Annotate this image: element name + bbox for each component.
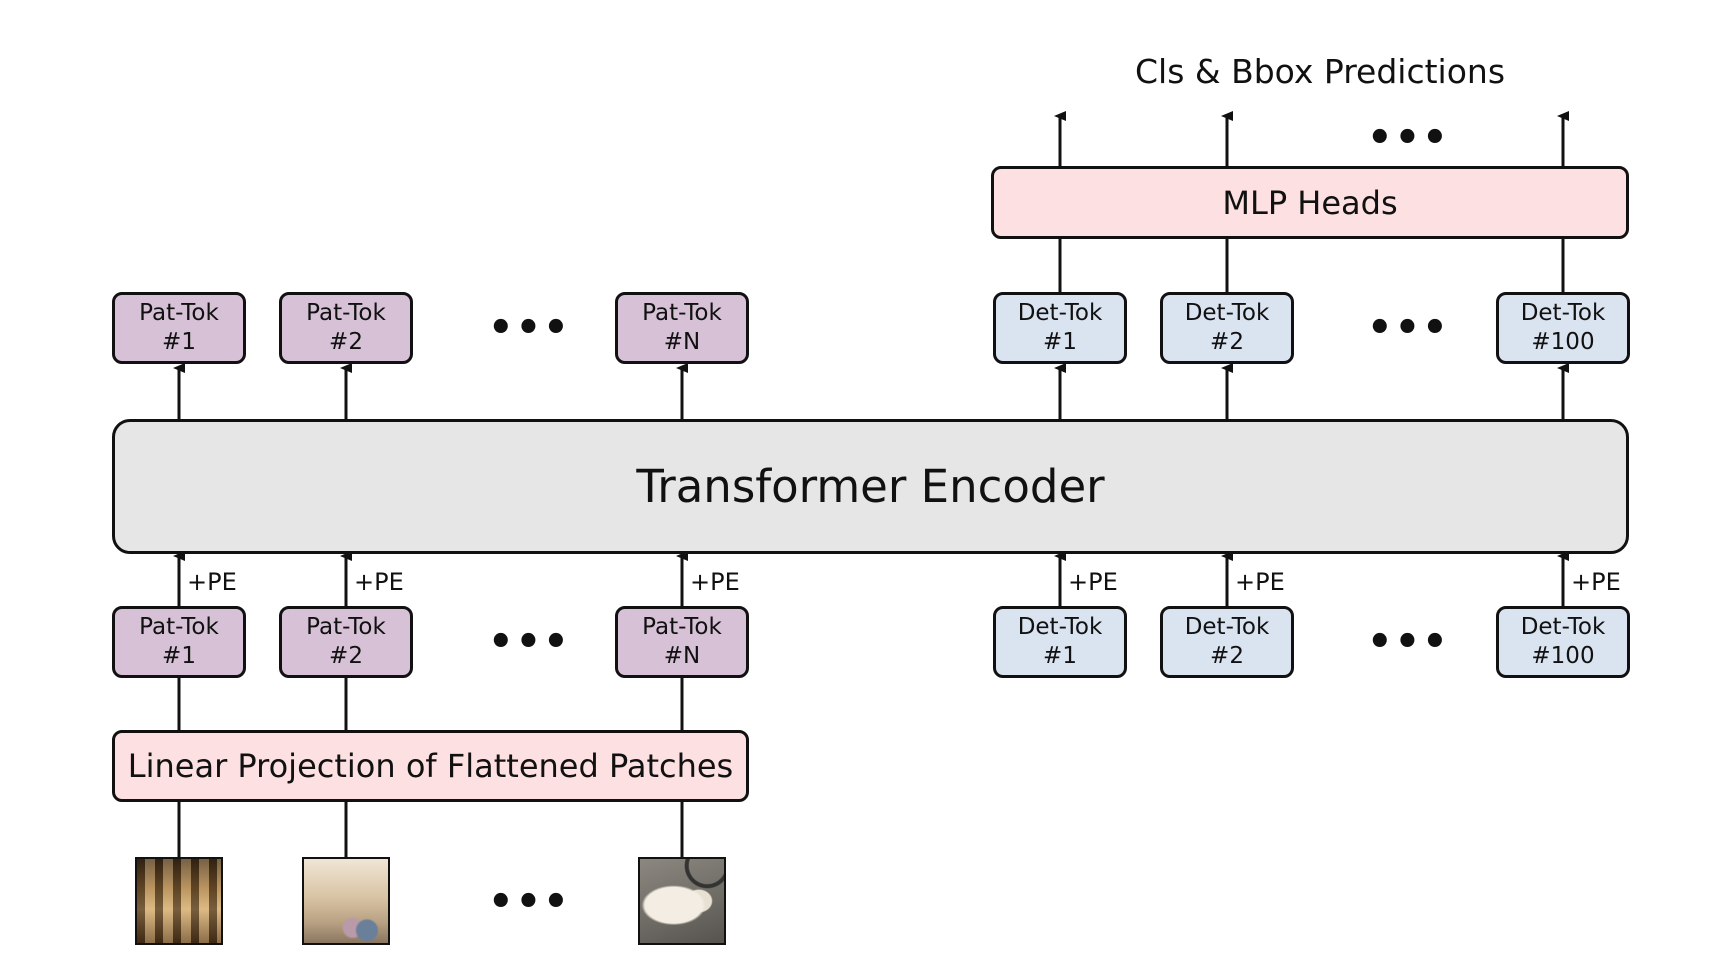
token-name: Pat-Tok [642,614,722,640]
token-name: Det-Tok [1184,614,1270,640]
pat-token-out-1: Pat-Tok #1 [112,292,246,364]
ellipsis-predictions: ••• [1367,115,1450,161]
token-index: #1 [1043,643,1077,669]
token-index: #100 [1531,643,1595,669]
mlp-heads-label: MLP Heads [1222,183,1398,222]
pat-token-in-n: Pat-Tok #N [615,606,749,678]
token-index: #N [663,643,701,669]
linear-projection-label: Linear Projection of Flattened Patches [127,747,734,785]
token-index: #100 [1531,329,1595,355]
token-name: Pat-Tok [642,300,722,326]
pat-token-out-2: Pat-Tok #2 [279,292,413,364]
image-patch-2 [302,857,390,945]
det-token-in-2: Det-Tok #2 [1160,606,1294,678]
det-token-in-100: Det-Tok #100 [1496,606,1630,678]
det-token-in-1: Det-Tok #1 [993,606,1127,678]
token-name: Det-Tok [1520,614,1606,640]
ellipsis-pat-in: ••• [488,619,571,665]
token-name: Pat-Tok [306,614,386,640]
mlp-heads-block: MLP Heads [991,166,1629,239]
token-name: Det-Tok [1520,300,1606,326]
pe-label: +PE [187,568,237,596]
pe-label: +PE [1068,568,1118,596]
token-index: #2 [1210,329,1244,355]
det-token-out-2: Det-Tok #2 [1160,292,1294,364]
token-index: #1 [162,329,196,355]
pat-token-in-1: Pat-Tok #1 [112,606,246,678]
token-name: Pat-Tok [139,300,219,326]
token-index: #1 [1043,329,1077,355]
linear-projection-block: Linear Projection of Flattened Patches [112,730,749,802]
token-name: Det-Tok [1017,300,1103,326]
token-name: Det-Tok [1017,614,1103,640]
det-token-out-100: Det-Tok #100 [1496,292,1630,364]
predictions-title: Cls & Bbox Predictions [1134,52,1506,91]
image-patch-1 [135,857,223,945]
pe-label: +PE [1571,568,1621,596]
ellipsis-pat-out: ••• [488,305,571,351]
token-index: #N [663,329,701,355]
token-index: #1 [162,643,196,669]
token-index: #2 [329,643,363,669]
pat-token-out-n: Pat-Tok #N [615,292,749,364]
token-name: Det-Tok [1184,300,1270,326]
det-token-out-1: Det-Tok #1 [993,292,1127,364]
ellipsis-det-in: ••• [1367,619,1450,665]
token-index: #2 [329,329,363,355]
ellipsis-patches: ••• [488,879,571,925]
pe-label: +PE [690,568,740,596]
ellipsis-det-out: ••• [1367,305,1450,351]
pe-label: +PE [1235,568,1285,596]
pat-token-in-2: Pat-Tok #2 [279,606,413,678]
transformer-encoder-block: Transformer Encoder [112,419,1629,554]
token-index: #2 [1210,643,1244,669]
image-patch-n [638,857,726,945]
transformer-encoder-label: Transformer Encoder [636,460,1105,513]
token-name: Pat-Tok [306,300,386,326]
token-name: Pat-Tok [139,614,219,640]
pe-label: +PE [354,568,404,596]
